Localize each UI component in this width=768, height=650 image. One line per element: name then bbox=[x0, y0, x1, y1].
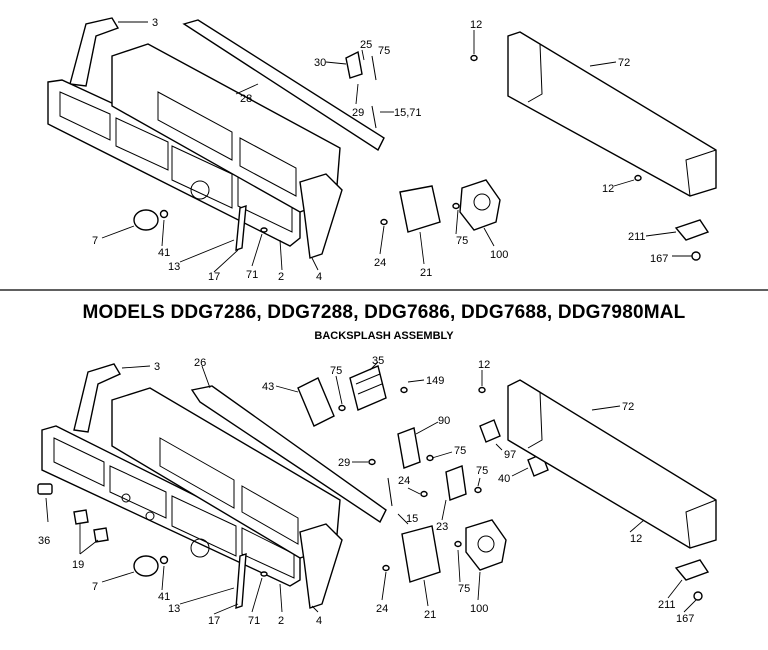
label-bottom-7: 7 bbox=[92, 581, 98, 593]
label-top-21: 21 bbox=[420, 267, 432, 279]
part-17-rod bbox=[235, 553, 247, 609]
top-assembly: 3 28 30 25 75 29 15,71 12 72 12 7 41 13 … bbox=[47, 17, 717, 283]
label-top-17: 17 bbox=[208, 271, 220, 283]
label-bottom-3: 3 bbox=[154, 361, 160, 373]
knob-insert bbox=[159, 209, 169, 219]
label-top-2: 2 bbox=[278, 271, 284, 283]
label-bottom-211: 211 bbox=[658, 599, 676, 611]
part-23 bbox=[445, 465, 467, 501]
label-bottom-97: 97 bbox=[504, 449, 516, 461]
label-top-75b: 75 bbox=[456, 235, 468, 247]
label-top-100: 100 bbox=[490, 249, 508, 261]
switch-35 bbox=[349, 365, 387, 411]
label-bottom-4: 4 bbox=[316, 615, 322, 627]
label-bottom-75c: 75 bbox=[476, 465, 488, 477]
label-top-41: 41 bbox=[158, 247, 170, 259]
right-end-cap bbox=[299, 523, 343, 609]
knob-insert bbox=[159, 555, 169, 565]
bracket-43 bbox=[297, 377, 335, 427]
screw-167 bbox=[693, 591, 703, 601]
bracket-30 bbox=[345, 50, 363, 79]
label-top-7: 7 bbox=[92, 235, 98, 247]
left-end-cap bbox=[73, 363, 122, 433]
part-97 bbox=[479, 419, 501, 443]
label-bottom-26: 26 bbox=[194, 357, 206, 369]
label-top-29: 29 bbox=[352, 107, 364, 119]
label-bottom-19: 19 bbox=[72, 559, 84, 571]
label-bottom-2: 2 bbox=[278, 615, 284, 627]
timer bbox=[459, 179, 501, 231]
label-bottom-24a: 24 bbox=[398, 475, 410, 487]
label-bottom-90: 90 bbox=[438, 415, 450, 427]
label-top-28: 28 bbox=[240, 93, 252, 105]
label-top-167: 167 bbox=[650, 253, 668, 265]
timer bbox=[465, 519, 507, 571]
button-36 bbox=[37, 483, 53, 495]
label-bottom-43: 43 bbox=[262, 381, 274, 393]
label-bottom-24b: 24 bbox=[376, 603, 388, 615]
label-bottom-21: 21 bbox=[424, 609, 436, 621]
label-bottom-13: 13 bbox=[168, 603, 180, 615]
screw-15 bbox=[387, 477, 393, 507]
bracket-211 bbox=[674, 219, 710, 241]
backsplash bbox=[507, 31, 717, 197]
control-panel bbox=[47, 79, 301, 247]
trim-strip bbox=[182, 19, 385, 152]
bracket-211 bbox=[674, 559, 710, 581]
screw-15-71 bbox=[371, 105, 377, 129]
label-bottom-75b: 75 bbox=[454, 445, 466, 457]
label-bottom-100: 100 bbox=[470, 603, 488, 615]
label-top-3: 3 bbox=[152, 17, 158, 29]
label-bottom-12b: 12 bbox=[630, 533, 642, 545]
label-bottom-75a: 75 bbox=[330, 365, 342, 377]
trim-strip bbox=[190, 385, 387, 524]
right-end-cap bbox=[299, 173, 343, 259]
knob bbox=[133, 209, 159, 231]
label-top-12b: 12 bbox=[602, 183, 614, 195]
label-bottom-41: 41 bbox=[158, 591, 170, 603]
label-top-30: 30 bbox=[314, 57, 326, 69]
label-top-71: 71 bbox=[246, 269, 258, 281]
screw-167 bbox=[691, 251, 701, 261]
label-bottom-15: 15 bbox=[406, 513, 418, 525]
bottom-assembly: 3 26 43 75 35 149 12 72 90 29 75 97 75 4… bbox=[37, 355, 717, 627]
diagram-title: MODELS DDG7286, DDG7288, DDG7686, DDG768… bbox=[82, 302, 686, 323]
label-top-15-71: 15,71 bbox=[394, 107, 422, 119]
label-bottom-12a: 12 bbox=[478, 359, 490, 371]
label-top-75a: 75 bbox=[378, 45, 390, 57]
button-19a bbox=[73, 509, 89, 525]
part-90 bbox=[397, 427, 421, 469]
control-board bbox=[401, 525, 441, 583]
label-top-25: 25 bbox=[360, 39, 372, 51]
label-top-72: 72 bbox=[618, 57, 630, 69]
knob bbox=[133, 555, 159, 577]
label-top-24: 24 bbox=[374, 257, 386, 269]
part-17-rod bbox=[235, 204, 247, 252]
label-bottom-75d: 75 bbox=[458, 583, 470, 595]
diagram-subtitle: BACKSPLASH ASSEMBLY bbox=[314, 330, 454, 342]
label-top-211: 211 bbox=[628, 231, 646, 243]
label-bottom-17: 17 bbox=[208, 615, 220, 627]
control-board bbox=[399, 185, 441, 233]
label-top-4: 4 bbox=[316, 271, 322, 283]
label-bottom-36: 36 bbox=[38, 535, 50, 547]
label-bottom-167: 167 bbox=[676, 613, 694, 625]
button-19b bbox=[93, 527, 109, 543]
label-bottom-35: 35 bbox=[372, 355, 384, 367]
label-bottom-40: 40 bbox=[498, 473, 510, 485]
label-bottom-71: 71 bbox=[248, 615, 260, 627]
label-bottom-23: 23 bbox=[436, 521, 448, 533]
label-bottom-149: 149 bbox=[426, 375, 444, 387]
label-top-13: 13 bbox=[168, 261, 180, 273]
left-end-cap bbox=[69, 17, 120, 87]
label-top-12a: 12 bbox=[470, 19, 482, 31]
label-bottom-29: 29 bbox=[338, 457, 350, 469]
label-bottom-72: 72 bbox=[622, 401, 634, 413]
